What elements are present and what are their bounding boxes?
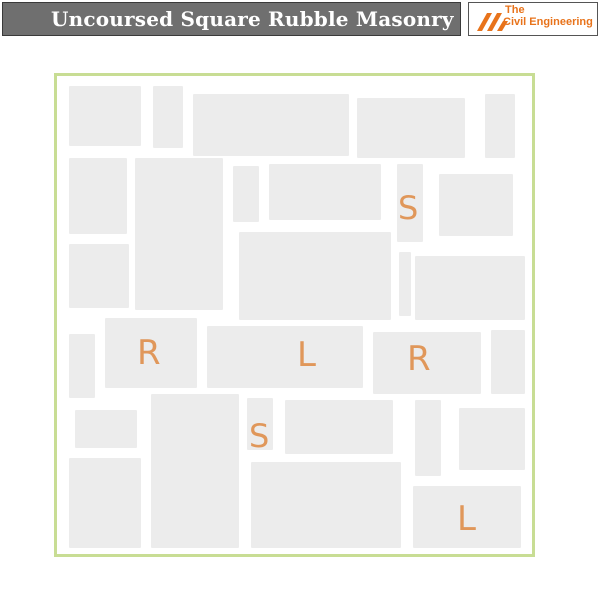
stone xyxy=(415,256,525,320)
stone xyxy=(415,400,441,476)
logo: The Civil Engineering xyxy=(468,2,598,36)
stone xyxy=(491,330,525,394)
stone xyxy=(233,166,259,222)
stone-label-s-bottom: S xyxy=(249,417,270,455)
stone-label-r-left: R xyxy=(137,333,161,373)
stone xyxy=(397,164,423,242)
stone xyxy=(69,158,127,234)
stone-label-l-bottom: L xyxy=(457,499,476,539)
logo-text-the: The xyxy=(505,4,525,16)
page-title: Uncoursed Square Rubble Masonry xyxy=(51,7,454,31)
stone xyxy=(75,410,137,448)
stone xyxy=(399,252,411,316)
stone xyxy=(69,244,129,308)
stone xyxy=(251,462,401,548)
header: Uncoursed Square Rubble Masonry The Civi… xyxy=(0,0,600,40)
stone xyxy=(151,394,239,548)
stone xyxy=(413,486,521,548)
stone xyxy=(285,400,393,454)
stone-label-r-right: R xyxy=(407,339,431,379)
stone xyxy=(247,398,273,450)
masonry-wall: S R L R S L xyxy=(54,73,535,557)
stone xyxy=(153,86,183,148)
stone xyxy=(459,408,525,470)
stone xyxy=(485,94,515,158)
stone xyxy=(69,334,95,398)
stone xyxy=(69,458,141,548)
title-bar: Uncoursed Square Rubble Masonry xyxy=(2,2,461,36)
stone xyxy=(439,174,513,236)
stone-label-l-center: L xyxy=(297,335,316,375)
stone xyxy=(135,158,223,310)
logo-text-name: Civil Engineering xyxy=(503,16,593,28)
stone xyxy=(269,164,381,220)
stone xyxy=(373,332,481,394)
logo-slash-icon xyxy=(477,13,508,31)
stone xyxy=(207,326,363,388)
stone xyxy=(105,318,197,388)
stone xyxy=(193,94,349,156)
stone-label-s-top: S xyxy=(398,189,419,227)
stone xyxy=(357,98,465,158)
stone xyxy=(239,232,391,320)
stone xyxy=(69,86,141,146)
